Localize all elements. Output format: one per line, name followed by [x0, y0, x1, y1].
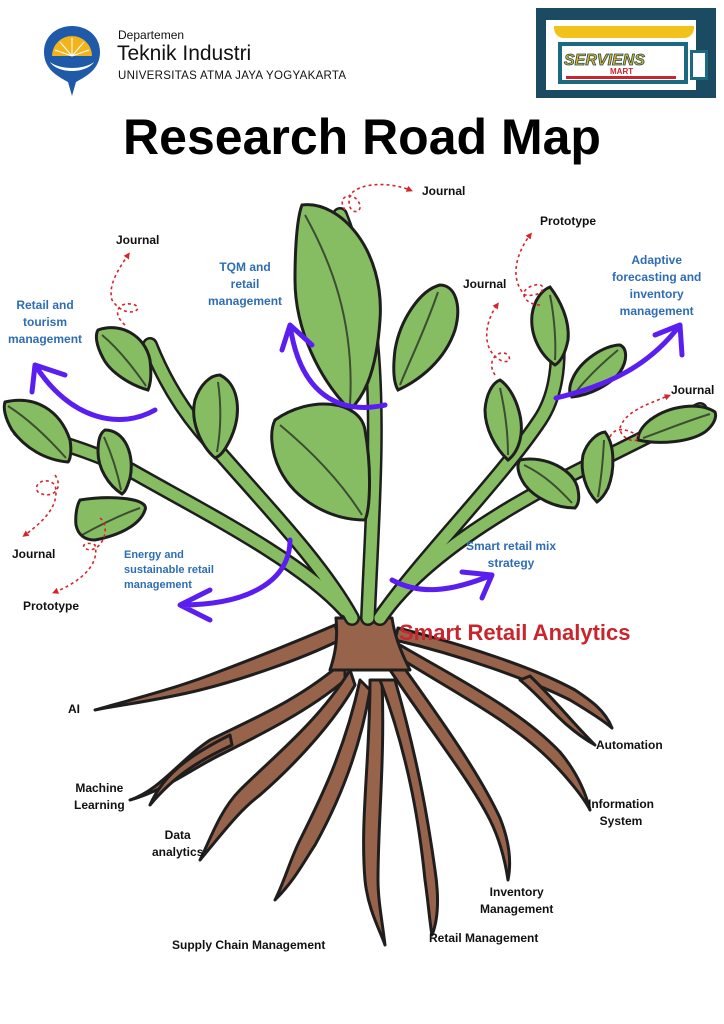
- arrow-out-3: [515, 232, 544, 306]
- output-journal: Journal: [671, 383, 715, 397]
- root-ai: [93, 623, 342, 712]
- theme-energy-sustainable: Energy and sustainable retail management: [124, 548, 214, 593]
- output-journal: Journal: [463, 277, 507, 291]
- arrow-out-6: [22, 474, 60, 537]
- arrow-adaptive: [553, 322, 685, 401]
- root-inventory: [388, 663, 512, 882]
- arrow-out-2: [341, 183, 413, 213]
- root-label-information-system: Information System: [588, 796, 654, 830]
- root-line: Supply Chain Management: [172, 938, 326, 952]
- roots: [93, 616, 614, 947]
- arrow-energy: [177, 537, 293, 623]
- leaf: [483, 378, 523, 462]
- root-automation-branch: [518, 674, 597, 747]
- root-line: Information: [588, 797, 654, 811]
- root-line: Machine: [75, 781, 124, 795]
- root-line: Automation: [596, 738, 663, 752]
- root-supply: [273, 678, 372, 902]
- theme-line: Adaptive: [631, 253, 683, 267]
- root-center: [362, 678, 387, 947]
- leaf: [392, 283, 460, 392]
- theme-line: sustainable retail: [124, 564, 214, 576]
- department-name: Teknik Industri: [117, 42, 252, 65]
- theme-line: retail: [230, 277, 260, 291]
- theme-line: management: [208, 294, 283, 308]
- theme-tqm-retail: TQM and retail management: [208, 259, 282, 310]
- output-journal: Journal: [422, 184, 466, 198]
- arrow-out-7: [52, 517, 106, 594]
- root-line: Data: [164, 828, 191, 842]
- output-journal: Journal: [12, 547, 56, 561]
- theme-retail-tourism: Retail and tourism management: [8, 297, 82, 348]
- root-label-ai: AI: [68, 701, 80, 718]
- leaf: [580, 430, 615, 504]
- theme-line: inventory: [629, 287, 684, 301]
- output-prototype: Prototype: [540, 214, 597, 228]
- arrow-out-5: [609, 394, 671, 442]
- root-trunk: [328, 616, 412, 672]
- root-line: Management: [480, 902, 554, 916]
- root-automation: [393, 626, 614, 730]
- arrow-retail-tourism: [29, 362, 158, 422]
- output-journal: Journal: [116, 233, 160, 247]
- arrow-out-4: [485, 302, 511, 376]
- root-label-data-analytics: Data analytics: [152, 827, 203, 861]
- theme-line: management: [124, 579, 192, 591]
- root-line: Retail Management: [429, 931, 539, 945]
- theme-line: TQM and: [219, 260, 271, 274]
- arrow-tqm: [279, 322, 388, 410]
- theme-adaptive-forecasting: Adaptive forecasting and inventory manag…: [612, 252, 701, 320]
- root-data: [198, 668, 357, 862]
- root-line: analytics: [152, 845, 204, 859]
- root-label-machine-learning: Machine Learning: [74, 780, 125, 814]
- root-label-supply-chain: Supply Chain Management: [172, 937, 325, 954]
- partner-logo-text: SERVIENS: [564, 52, 646, 70]
- leaf: [192, 373, 239, 460]
- theme-line: Energy and: [124, 549, 184, 561]
- leaves: [2, 203, 718, 542]
- root-info: [393, 643, 592, 812]
- page-title: Research Road Map: [123, 109, 601, 165]
- theme-line: Smart retail mix: [466, 539, 557, 553]
- theme-line: management: [619, 304, 694, 318]
- root-ml-branch: [148, 733, 234, 807]
- root-line: Learning: [74, 798, 125, 812]
- department-label: Departemen: [118, 28, 185, 42]
- output-prototype: Prototype: [23, 599, 80, 613]
- theme-line: forecasting and: [612, 270, 702, 284]
- theme-arrows: [29, 322, 685, 623]
- root-line: System: [599, 814, 643, 828]
- root-label-retail-management: Retail Management: [429, 930, 538, 947]
- theme-line: tourism: [23, 315, 68, 329]
- leaf: [636, 404, 718, 444]
- root-line: AI: [68, 702, 80, 716]
- leaf-veins: [7, 214, 711, 536]
- leaf: [530, 285, 570, 367]
- root-label-inventory-management: Inventory Management: [480, 884, 553, 918]
- arrow-smart-mix: [389, 569, 495, 601]
- output-arrows: [22, 183, 671, 594]
- university-crest-icon: [44, 26, 100, 96]
- root-label-automation: Automation: [596, 737, 663, 754]
- root-line: Inventory: [489, 885, 544, 899]
- serviens-mart-logo-icon: SERVIENS MART: [536, 8, 716, 98]
- theme-line: Retail and: [16, 298, 74, 312]
- theme-line: strategy: [487, 556, 535, 570]
- arrow-out-1: [110, 252, 139, 326]
- core-topic: Smart Retail Analytics: [399, 620, 631, 645]
- university-name: UNIVERSITAS ATMA JAYA YOGYAKARTA: [118, 70, 347, 82]
- theme-line: management: [8, 332, 83, 346]
- leaf: [516, 457, 581, 510]
- partner-logo-subtext: MART: [610, 67, 634, 76]
- theme-smart-retail-mix: Smart retail mix strategy: [466, 538, 556, 572]
- root-retail: [378, 678, 440, 937]
